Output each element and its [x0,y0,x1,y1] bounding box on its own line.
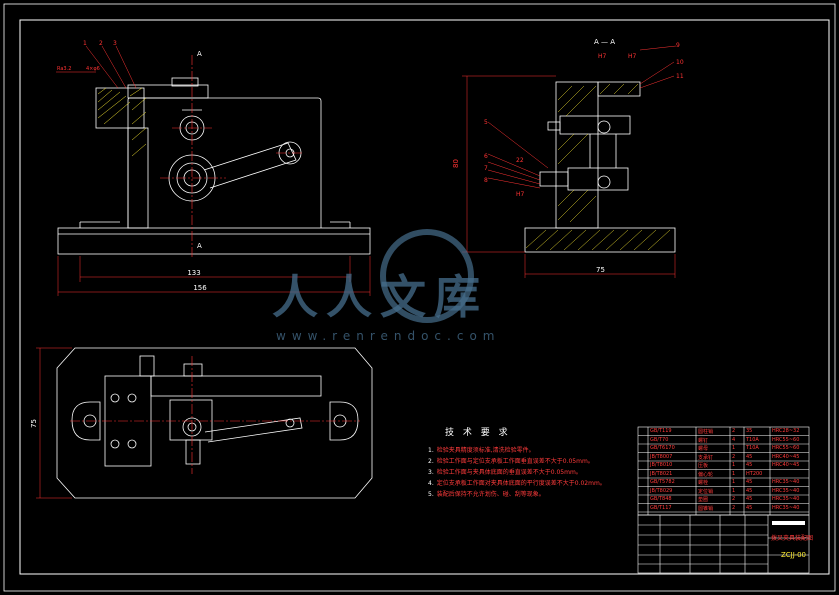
front-hatch [97,87,147,157]
tech-note: 1.检验夹具精度须标准,清洗检验零件。 [428,447,535,454]
plan-dimensions [36,347,72,499]
dim-plan-height: 75 [30,419,38,428]
drawing-code: ZCJJ-00 [781,551,806,559]
tech-requirements-title: 技 术 要 求 [445,428,511,438]
balloon-7: 7 [484,165,488,172]
balloon-1: 1 [83,40,87,47]
balloon-5: 5 [484,119,488,126]
dim-side-width: 75 [596,266,605,274]
balloon-9: 9 [676,42,680,49]
title-bar [772,521,805,525]
drawing-name: 拨叉夹具装配图 [771,535,814,542]
dim-outer-width: 156 [193,284,207,292]
front-centerlines [160,55,304,258]
fit-top-1: H7 [598,53,607,60]
inner-border [19,19,830,575]
tech-note: 4.定位支承板工作面对夹具体底面的平行度误差不大于0.02mm。 [428,480,606,487]
dim-inner-width: 133 [187,269,200,277]
balloon-10: 10 [676,59,684,66]
section-cut-bottom: A [197,242,202,250]
balloon-8: 8 [484,177,488,184]
balloon-3: 3 [113,40,117,47]
balloon-6: 6 [484,153,488,160]
tech-note: 2.检验工作面与定位支承板工作面垂直误差不大于0.05mm。 [428,458,594,465]
balloon-11: 11 [676,73,684,80]
side-view [524,81,676,253]
front-dimensions [56,45,371,296]
tech-note: 3.检验工作面与夹具体底面的垂直误差不大于0.05mm。 [428,469,582,476]
surface-roughness: Ra3.2 [57,66,71,72]
dim-side-height: 80 [452,159,460,168]
plan-centerlines [70,356,360,474]
holes-note: 4×φ6 [86,66,100,72]
outer-border [3,3,836,592]
section-cut-top: A [197,50,202,58]
balloon-2: 2 [99,40,103,47]
bom-table [637,426,810,574]
fit-top-2: H7 [628,53,637,60]
plan-view [56,347,373,499]
tech-note: 5.装配后保持不允许划伤、碰、刮等现象。 [428,491,545,498]
side-hatch [525,83,671,251]
front-view [57,77,371,255]
fit-side-1: 22 [516,157,524,164]
fit-side-2: H7 [516,191,525,198]
section-view-label: A — A [594,38,615,46]
side-dimensions [462,45,677,278]
